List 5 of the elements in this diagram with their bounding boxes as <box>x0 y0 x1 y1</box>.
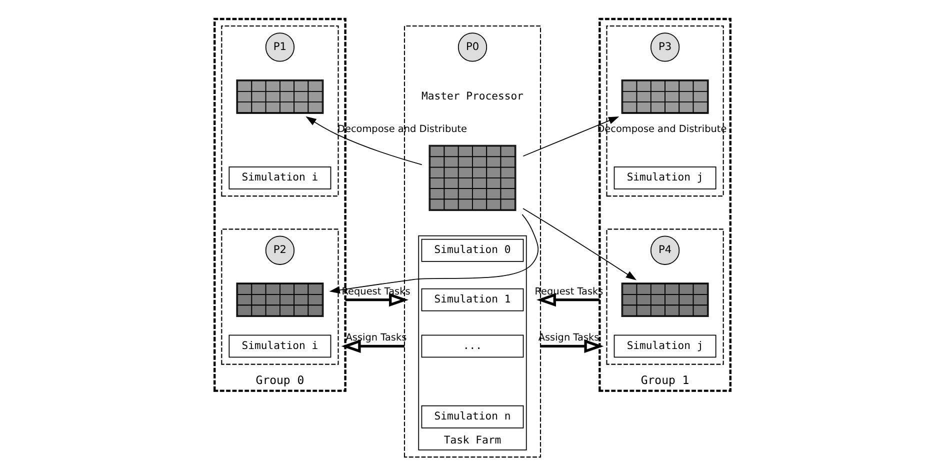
edge-label: Assign Tasks <box>346 332 407 344</box>
edge-label: Request Tasks <box>342 286 410 298</box>
node-label: Master Processor <box>422 90 524 102</box>
edge-label: Decompose and Distribute <box>338 124 468 135</box>
edge-label: Assign Tasks <box>538 332 600 344</box>
